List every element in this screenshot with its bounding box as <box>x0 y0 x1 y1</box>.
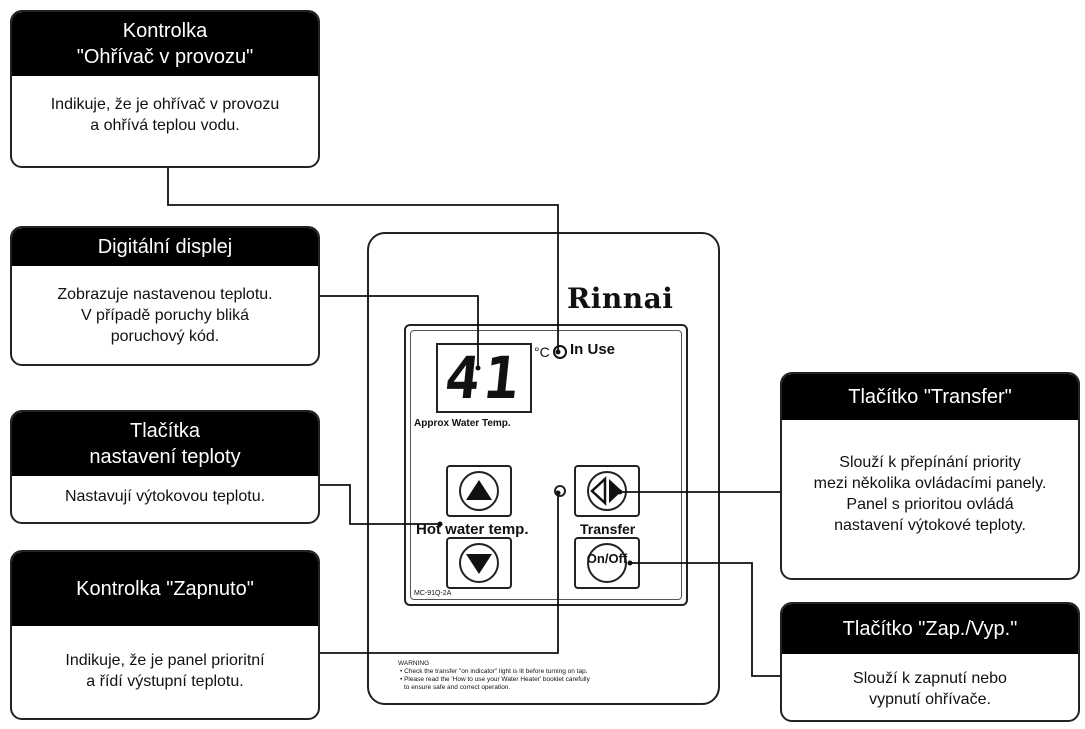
callout-text-line: vypnutí ohřívače. <box>869 691 991 708</box>
leader-line-display <box>320 295 479 368</box>
digital-display: 41 <box>436 343 532 413</box>
callout-title-line: Kontrolka <box>122 20 208 42</box>
onoff-button-ring <box>587 543 627 583</box>
model-number: MC-91Q-2A <box>414 590 452 597</box>
callout-text: Indikuje, že je panel prioritní a řídí v… <box>12 626 318 702</box>
leader-dot <box>475 365 481 371</box>
callout-text-line: Slouží k přepínání priority <box>839 454 1021 471</box>
hot-water-temp-label: Hot water temp. <box>416 521 529 538</box>
leader-dot <box>555 490 561 496</box>
warning-text: WARNING • Check the transfer "on indicat… <box>398 660 698 692</box>
warning-title: WARNING <box>398 660 430 667</box>
leader-line-power-indicator <box>320 493 559 654</box>
callout-text-line: poruchový kód. <box>110 328 220 345</box>
leader-dot <box>555 349 561 355</box>
transfer-label: Transfer <box>580 521 636 537</box>
degree-unit: °C <box>534 344 550 360</box>
leader-line-in-operation <box>167 168 559 352</box>
in-use-label: In Use <box>570 341 616 358</box>
callout-text-line: a ohřívá teplou vodu. <box>90 117 240 134</box>
approx-temp-label: Approx Water Temp. <box>414 418 511 429</box>
transfer-button-ring <box>587 471 627 511</box>
control-panel-housing <box>367 232 720 705</box>
callout-text: Slouží k přepínání priority mezi několik… <box>782 420 1078 546</box>
warning-line: to ensure safe and correct operation. <box>404 684 511 691</box>
control-panel-face <box>404 324 688 606</box>
callout-title: Tlačítko "Transfer" <box>782 374 1078 420</box>
callout-title-line: Tlačítka <box>129 420 201 442</box>
onoff-label: On/Off <box>586 551 628 566</box>
callout-title: Kontrolka "Zapnuto" <box>12 552 318 626</box>
leader-dot <box>627 560 633 566</box>
temp-up-button-ring <box>459 471 499 511</box>
temp-down-button[interactable] <box>446 537 512 589</box>
callout-text: Indikuje, že je ohřívač v provozu a ohří… <box>12 76 318 146</box>
callout-title-line: "Ohřívač v provozu" <box>76 46 254 68</box>
callout-text-line: Slouží k zapnutí nebo <box>853 670 1007 687</box>
callout-temp-buttons: Tlačítka nastavení teploty Nastavují výt… <box>10 410 320 524</box>
callout-text-line: Nastavují výtokovou teplotu. <box>64 488 266 505</box>
transfer-button[interactable] <box>574 465 640 517</box>
in-use-indicator-light <box>553 345 567 359</box>
callout-text-line: V případě poruchy bliká <box>80 307 250 324</box>
callout-text-line: nastavení výtokové teploty. <box>834 517 1026 534</box>
transfer-arrows-icon <box>590 476 622 506</box>
callout-power-indicator: Kontrolka "Zapnuto" Indikuje, že je pane… <box>10 550 320 720</box>
leader-dot <box>617 489 623 495</box>
brand-logo: Rinnai <box>567 282 674 315</box>
callout-text-line: Panel s prioritou ovládá <box>846 496 1014 513</box>
callout-digital-display: Digitální displej Zobrazuje nastavenou t… <box>10 226 320 366</box>
leader-line-temp-buttons <box>320 484 440 525</box>
callout-text-line: Indikuje, že je panel prioritní <box>65 652 265 669</box>
callout-title-line: nastavení teploty <box>89 446 241 468</box>
callout-text: Zobrazuje nastavenou teplotu. V případě … <box>12 266 318 357</box>
callout-title: Tlačítka nastavení teploty <box>12 412 318 476</box>
warning-line: • Check the transfer "on indicator" ligh… <box>400 668 588 675</box>
callout-text-line: a řídí výstupní teplotu. <box>86 673 244 690</box>
power-on-indicator-light <box>554 485 566 497</box>
callout-text-line: Zobrazuje nastavenou teplotu. <box>57 286 273 303</box>
leader-line-onoff <box>630 562 780 677</box>
callout-title: Digitální displej <box>12 228 318 266</box>
callout-onoff-button: Tlačítko "Zap./Vyp." Slouží k zapnutí ne… <box>780 602 1080 722</box>
callout-title: Tlačítko "Zap./Vyp." <box>782 604 1078 654</box>
callout-in-operation: Kontrolka "Ohřívač v provozu" Indikuje, … <box>10 10 320 168</box>
callout-transfer-button: Tlačítko "Transfer" Slouží k přepínání p… <box>780 372 1080 580</box>
callout-title: Kontrolka "Ohřívač v provozu" <box>12 12 318 76</box>
warning-line: • Please read the 'How to use your Water… <box>400 676 590 683</box>
control-panel-face-inner <box>410 330 682 600</box>
callout-text-line: mezi několika ovládacími panely. <box>813 475 1047 492</box>
triangle-up-icon <box>466 480 492 500</box>
temp-down-button-ring <box>459 543 499 583</box>
leader-dot <box>437 521 443 527</box>
callout-text: Nastavují výtokovou teplotu. <box>12 476 318 517</box>
callout-text-line: Indikuje, že je ohřívač v provozu <box>50 96 280 113</box>
triangle-down-icon <box>466 554 492 574</box>
temp-up-button[interactable] <box>446 465 512 517</box>
callout-text: Slouží k zapnutí nebo vypnutí ohřívače. <box>782 654 1078 720</box>
